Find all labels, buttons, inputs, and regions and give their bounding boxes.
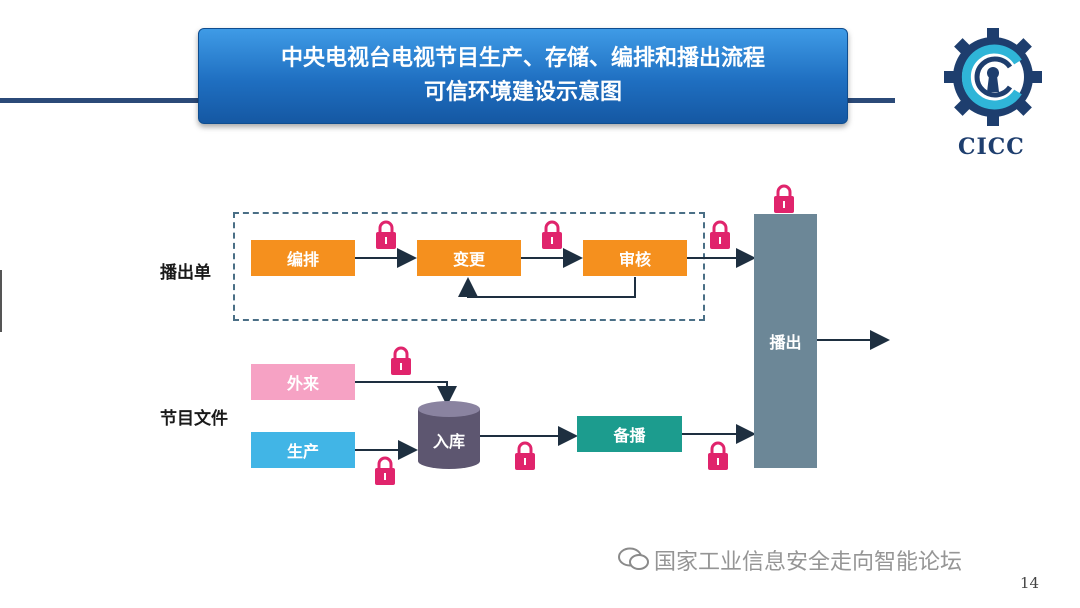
padlock-icon [774,184,794,213]
edge-marker [0,270,2,332]
row-label-program-files: 节目文件 [160,409,228,429]
row-label-schedule: 播出单 [160,263,211,283]
database-cylinder-icon [418,401,480,469]
node-ingest: 入库 [432,432,465,451]
schedule-group-frame [233,212,705,321]
page-title: 中央电视台电视节目生产、存储、编排和播出流程 可信环境建设示意图 [198,28,848,124]
cicc-logo-icon [944,28,1042,126]
node-broadcast: 播出 [754,214,817,468]
node-change: 变更 [417,240,521,276]
padlock-icon [375,456,395,485]
watermark-text: 国家工业信息安全走向智能论坛 [654,550,963,575]
padlock-icon [391,346,411,375]
padlock-icon [710,220,730,249]
wechat-icon [618,547,649,570]
padlock-icon [542,220,562,249]
title-line-1: 中央电视台电视节目生产、存储、编排和播出流程 [280,46,765,71]
padlock-icon [515,441,535,470]
padlock-icon [708,441,728,470]
logo-text: CICC [958,134,1025,160]
node-arrange: 编排 [251,240,355,276]
page-number: 14 [1020,574,1040,592]
padlock-icon [376,220,396,249]
node-external: 外来 [251,364,355,400]
node-produce: 生产 [251,432,355,468]
node-backup: 备播 [577,416,682,452]
title-line-2: 可信环境建设示意图 [423,80,622,105]
node-review: 审核 [583,240,687,276]
